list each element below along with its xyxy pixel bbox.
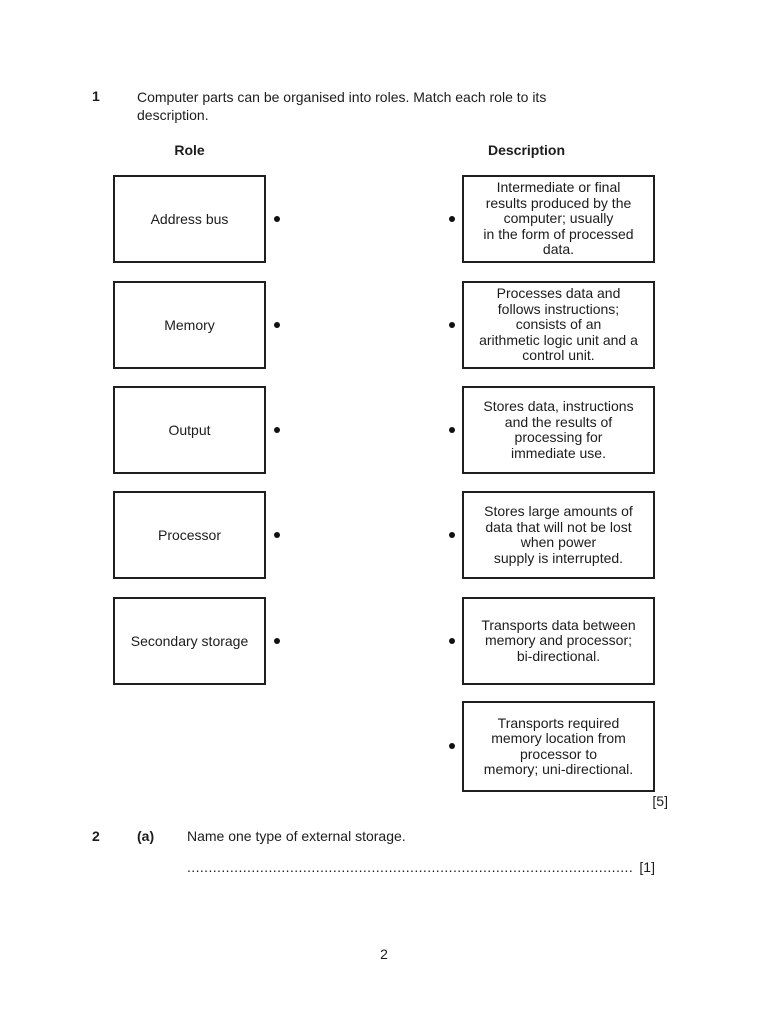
description-match-bullet — [449, 427, 455, 433]
description-text: Transports required memory location from… — [483, 714, 634, 777]
description-match-bullet — [449, 216, 455, 222]
answer-dotted-line: ........................................… — [187, 859, 634, 875]
page-number: 2 — [380, 946, 388, 962]
description-box: Intermediate or final results produced b… — [462, 175, 655, 263]
description-box: Stores large amounts of data that will n… — [462, 491, 655, 579]
role-box-processor: Processor — [113, 491, 266, 579]
role-label: Secondary storage — [130, 633, 249, 649]
role-box-secondary-storage: Secondary storage — [113, 597, 266, 685]
description-box: Transports data between memory and proce… — [462, 597, 655, 685]
description-text: Stores data, instructions and the result… — [483, 398, 634, 461]
question1-marks: [5] — [652, 793, 668, 809]
role-match-bullet — [274, 638, 280, 644]
question2-marks: [1] — [639, 859, 655, 875]
description-box: Stores data, instructions and the result… — [462, 386, 655, 474]
role-label: Output — [168, 422, 211, 438]
description-column-header: Description — [488, 142, 566, 158]
role-match-bullet — [274, 427, 280, 433]
description-match-bullet — [449, 638, 455, 644]
role-label: Address bus — [150, 211, 229, 227]
role-box-output: Output — [113, 386, 266, 474]
description-text: Stores large amounts of data that will n… — [484, 503, 633, 566]
role-box-memory: Memory — [113, 281, 266, 369]
description-box: Processes data and follows instructions;… — [462, 281, 655, 369]
question1-prompt: Computer parts can be organised into rol… — [137, 89, 547, 123]
question2-prompt: Name one type of external storage. — [187, 828, 406, 844]
role-label: Memory — [164, 317, 215, 333]
question1-number: 1 — [92, 88, 100, 104]
description-match-bullet — [449, 322, 455, 328]
role-match-bullet — [274, 322, 280, 328]
description-box: Transports required memory location from… — [462, 701, 655, 792]
role-box-address-bus: Address bus — [113, 175, 266, 263]
answer-line: ........................................… — [187, 859, 655, 875]
description-text: Intermediate or final results produced b… — [483, 179, 634, 258]
role-match-bullet — [274, 532, 280, 538]
role-column-header: Role — [174, 142, 205, 158]
description-text: Processes data and follows instructions;… — [479, 285, 638, 364]
role-match-bullet — [274, 216, 280, 222]
question2-part-label: (a) — [137, 828, 155, 844]
description-match-bullet — [449, 743, 455, 749]
question2-number: 2 — [92, 828, 100, 844]
role-label: Processor — [157, 527, 222, 543]
description-text: Transports data between memory and proce… — [481, 616, 636, 664]
description-match-bullet — [449, 532, 455, 538]
